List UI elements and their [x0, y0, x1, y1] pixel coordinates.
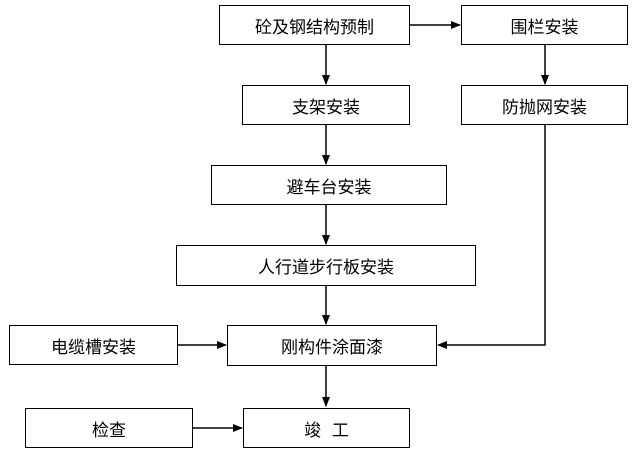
node-completion: 竣 工 [243, 408, 410, 448]
node-bracket-label: 支架安装 [292, 97, 360, 118]
node-anti-throw-net-label: 防抛网安装 [502, 97, 587, 118]
node-walkway-plate: 人行道步行板安装 [176, 245, 476, 286]
node-guardrail: 围栏安装 [461, 5, 628, 45]
node-bracket: 支架安装 [242, 85, 410, 125]
node-paint-label: 刚构件涂面漆 [281, 338, 383, 358]
node-inspection: 检查 [25, 408, 193, 448]
node-paint: 刚构件涂面漆 [227, 325, 437, 366]
node-precast: 砼及钢结构预制 [219, 5, 410, 45]
node-walkway-plate-label: 人行道步行板安装 [258, 258, 394, 278]
node-refuge-platform-label: 避车台安装 [286, 177, 372, 198]
node-cable-trough-label: 电缆槽安装 [51, 337, 136, 358]
edge-anti-throw-net-to-paint [437, 125, 546, 349]
node-precast-label: 砼及钢结构预制 [255, 17, 374, 38]
node-guardrail-label: 围栏安装 [510, 17, 579, 38]
node-refuge-platform: 避车台安装 [211, 165, 447, 205]
node-cable-trough: 电缆槽安装 [9, 325, 178, 365]
node-inspection-label: 检查 [92, 420, 126, 441]
node-anti-throw-net: 防抛网安装 [461, 85, 628, 125]
node-completion-label: 竣 工 [304, 420, 349, 441]
